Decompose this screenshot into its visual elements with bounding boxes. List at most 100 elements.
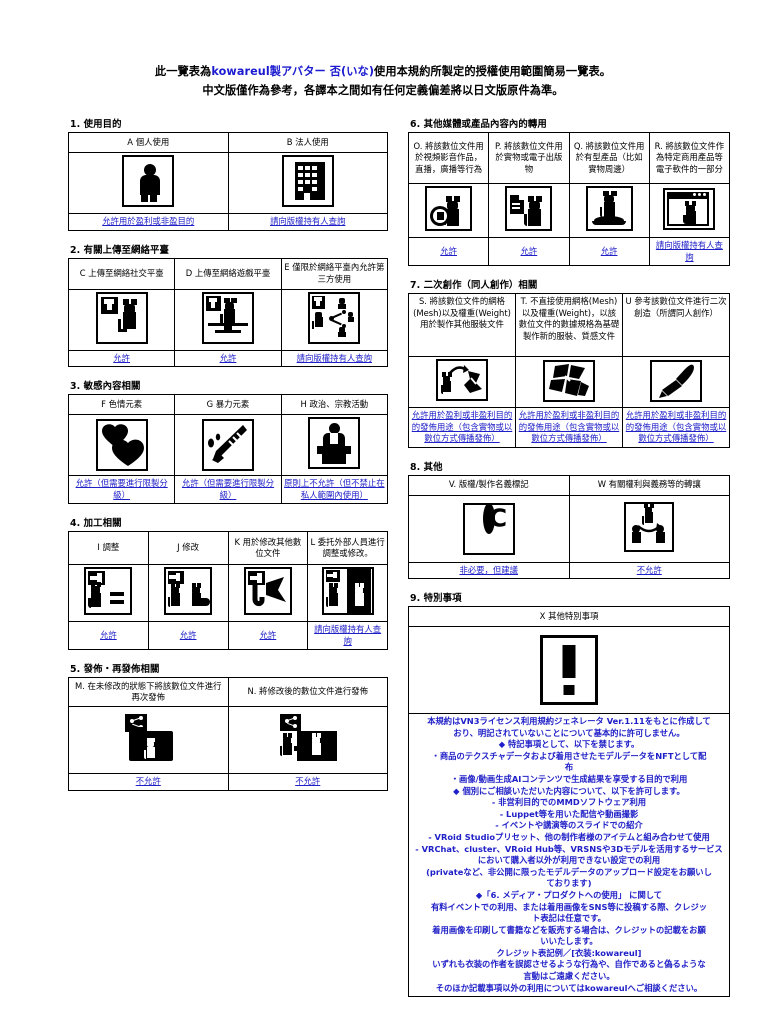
special-note-line: - VRoid Studioプリセット、他の制作者様のアイテムと組み合わせて使用 [428,831,710,842]
knife-icon [201,419,254,471]
special-note-line: ◆ 個別にご相談いただいた内容について、以下を許可します。 [453,785,685,796]
cell-result-g: 允許（但需要進行限製分級） [174,475,282,504]
cell-result-k: 允許 [227,621,309,650]
table-row-icon [68,564,388,622]
cell-icon-i [68,564,149,622]
cell-icon-p [488,183,570,238]
table-row-result: 不允許 不允許 [68,773,388,791]
table-row-head: F 色情元素 G 暴力元素 H 政治、宗教活動 [67,394,389,415]
cell-head-t: T. 不直接使用網格(Mesh)以及權重(Weight)，以該數位文件的數據規格… [515,293,623,357]
section-1-table: A 個人使用 B 法人使用 [68,132,388,231]
cell-head-s: S. 將該數位文件的網格(Mesh)以及權重(Weight)用於製作其他服裝文件 [408,293,516,357]
upload-monitor-cat-icon [201,291,254,344]
table-row-head: I 調整 J 修改 K 用於修改其他數位文件 L 委托外部人員進行調整或修改。 [68,531,388,565]
special-note-line: クレジット表記例／[衣装:kowareul] [496,947,642,958]
cell-result-t: 允許用於盈利或非盈利目的的發佈用途（包含實物或以數位方式傳播發佈） [515,407,623,448]
exclamation-bar [562,645,576,678]
cell-result-e: 請向版權持有人查詢 [280,349,389,367]
cell-icon-c [67,288,176,351]
special-note-line: ◆ 特記事項として、以下を禁じます。 [498,739,640,750]
table-row-result: 允許 允許 請向版權持有人查詢 [67,349,389,367]
table-row-result: 允許用於盈利或非盈利目的的發佈用途（包含實物或以數位方式傳播發佈） 允許用於盈利… [408,407,730,448]
cell-head-x: X 其他特別事項 [408,606,730,627]
upload-cat-icon [95,291,148,344]
section-2-table: C 上傳至網絡社交平臺 D 上傳至網絡遊戲平臺 E 僅限於網絡平臺內允許第三方使… [67,257,389,368]
knife-glyph [207,425,247,463]
page-title-line1-pre: 此一覽表為 [154,65,212,78]
cell-result-a: 允許用於盈利或非盈目的 [68,213,229,231]
table-row-result: 允許用於盈利或非盈目的 請向版權持有人查詢 [68,213,388,231]
cell-head-d: D 上傳至網絡遊戲平臺 [174,257,282,290]
cell-head-l: L 委托外部人員進行調整或修改。 [307,531,388,565]
cell-icon-n [227,706,388,774]
special-note-line: ております) [546,878,592,889]
cell-icon-a [68,152,229,214]
cell-icon-f [67,414,176,476]
special-note-line: 本規約はVN3ライセンス利用規約ジェネレータ Ver.1.11をもとに作成して [427,716,711,726]
table-row-head: S. 將該數位文件的網格(Mesh)以及權重(Weight)用於製作其他服裝文件… [408,293,730,357]
section-8-table: V. 版權/製作名義標記 W 有關權利與義務等的轉讓 [408,474,730,580]
page-title: 此一覽表為kowareul製アバター 否(いな)使用本規約所製定的授權使用範圍簡… [0,0,766,100]
mesh-pieces-glyph [549,364,589,396]
person-icon [122,155,175,207]
cell-head-o: O. 將該數位文件用於視頻影音作品，直播，廣播等行為 [407,132,490,184]
special-note-line: 言動はご遠慮ください。 [523,971,615,982]
cell-result-m: 不允許 [68,773,229,791]
building-icon [281,155,334,207]
table-row-result: 本規約はVN3ライセンス利用規約ジェネレータ Ver.1.11をもとに作成してお… [408,712,730,998]
cell-head-u: U 參考該數位文件進行二次創造（所謂同人創作） [622,293,730,357]
cell-icon-g [174,414,282,476]
cell-result-u: 允許用於盈利或非盈利目的的發佈用途（包含實物或以數位方式傳播發佈） [622,407,730,448]
cell-head-q: Q. 將該數位文件用於有型產品（比如實物周邊） [568,132,650,184]
table-row-icon [67,288,389,351]
cell-head-m: M. 在未修改的狀態下將該數位文件進行再次發佈 [68,677,229,707]
modify-two-cats-icon [164,567,213,615]
table-row-head: C 上傳至網絡社交平臺 D 上傳至網絡遊戲平臺 E 僅限於網絡平臺內允許第三方使… [67,257,389,290]
cell-result-d: 允許 [174,349,282,367]
mesh-pieces-icon [543,360,595,402]
cell-icon-r [648,183,731,238]
left-column: 1. 使用目的 A 個人使用 B 法人使用 [67,116,389,802]
share-folder-cat-icon [117,714,180,762]
table-row-icon [68,706,388,774]
exclamation-dot [563,685,575,695]
cell-head-n: N. 將修改後的數位文件進行發佈 [227,677,388,707]
cell-icon-t [515,356,623,408]
special-note-line: - Luppet等を用いた配信や動画撮影 [499,808,639,819]
section-4-table: I 調整 J 修改 K 用於修改其他數位文件 L 委托外部人員進行調整或修改。 [68,531,388,650]
special-note-line: 着用画像を印刷して書籍などを販売する場合は、クレジットの記載をお願 [432,924,706,935]
cell-result-o: 允許 [407,237,490,266]
cell-icon-x [408,626,730,714]
cell-icon-l [307,564,388,622]
special-note-line: ・商品のテクスチャデータおよび着用させたモデルデータをNFTとして配 [431,750,707,761]
cell-icon-m [68,706,229,774]
copyright-icon [462,502,515,555]
cell-icon-u [622,356,730,408]
section-4: 4. 加工相關 I 調整 J 修改 K 用於修改其他數位文件 L 委托外部人員進… [68,515,388,650]
cell-icon-v [408,494,570,563]
cell-icon-e [280,288,389,351]
cell-head-i: I 調整 [68,531,149,565]
special-note-line: そのほか記載事項以外の利用についてはkowareulへご相談ください。 [435,982,703,993]
table-row-icon [67,414,389,476]
section-1-heading: 1. 使用目的 [70,119,122,130]
cell-result-v: 非必要，但建議 [408,561,570,579]
cell-result-q: 允許 [568,237,650,266]
section-9: 9. 特別事項 X 其他特別事項 本規約はV [408,590,730,998]
brush-icon [650,360,702,402]
cell-result-c: 允許 [67,349,176,367]
share-cat-arrow-cat-icon [275,714,340,762]
section-2-heading: 2. 有關上傳至網絡平臺 [70,244,169,256]
transfer-cat-people-icon [624,501,675,552]
outsource-cats-icon [321,567,374,615]
special-notes-text: 本規約はVN3ライセンス利用規約ジェネレータ Ver.1.11をもとに作成してお… [408,712,730,998]
table-row-result: 非必要，但建議 不允許 [408,561,730,579]
special-note-line: (privateなど、非公開に限ったモデルデータのアップロード設定をお願いし [426,866,712,877]
cell-icon-q [568,183,650,238]
cell-result-l: 請向版權持有人查詢 [307,621,388,650]
cell-result-s: 允許用於盈利或非盈利目的的發佈用途（包含實物或以數位方式傳播發佈） [408,407,516,448]
section-5: 5. 發佈・再發佈相關 M. 在未修改的狀態下將該數位文件進行再次發佈 N. 將… [68,661,388,791]
cell-head-p: P. 將該數位文件用於實物或電子出版物 [488,132,570,184]
cell-result-i: 允許 [68,621,149,650]
special-note-line: - イベントや講演等のスライドでの紹介 [495,820,643,831]
